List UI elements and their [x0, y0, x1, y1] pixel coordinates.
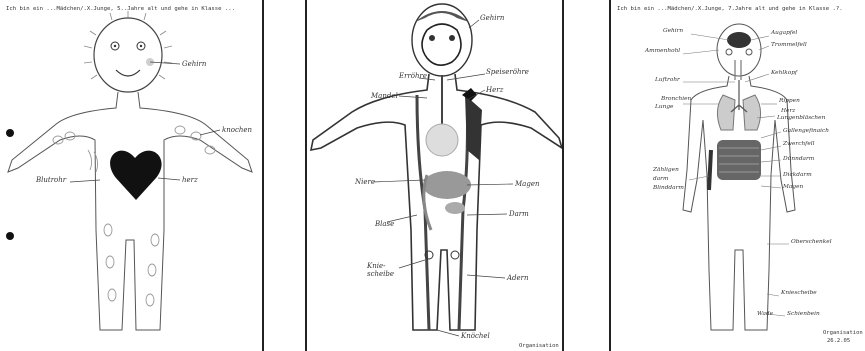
label-darm-2: Darm — [509, 210, 529, 218]
label-dickdarm-3: Dickdarm — [783, 172, 812, 178]
label-gehirn-2: Gehirn — [480, 14, 504, 22]
label-adern-2: Adern — [507, 274, 529, 282]
label-niere-2: Niere — [355, 178, 375, 186]
label-ammenhohl-3: Ammenhohl — [645, 48, 680, 54]
label-speiseroehre-2: Speiseröhre — [486, 68, 529, 76]
label-oberschenkel-3: Oberschenkel — [791, 239, 832, 245]
punch-hole-bottom — [6, 232, 14, 240]
sheet-2-footer: Organisation — [519, 343, 559, 349]
label-erroehre-2: Erröhre — [399, 72, 427, 80]
label-herz-1: herz — [182, 176, 198, 184]
label-zwerchfell-3: Zwerchfell — [783, 141, 814, 147]
label-magen-3: Magen — [783, 184, 803, 190]
label-magen-2: Magen — [515, 180, 539, 188]
label-gallenblase-3: Gallengefinaich — [783, 128, 829, 134]
label-blase-2: Blase — [375, 220, 394, 228]
punch-hole-top — [6, 129, 14, 137]
label-herz-2: Herz — [486, 86, 503, 94]
label-mandel-2: Mandel — [371, 92, 398, 100]
label-luftrohr-3: Luftrohr — [655, 77, 680, 83]
label-wade-3: Wade — [757, 311, 773, 317]
label-augapfel-3: Augapfel — [771, 30, 797, 36]
label-bronchien-3: Bronchien — [661, 96, 691, 102]
label-lunge-3: Lunge — [655, 104, 673, 110]
label-gehirn-3: Gehirn — [663, 28, 683, 34]
label-kniescheibe-3: Kniescheibe — [781, 290, 817, 296]
label-herz-3: Herz — [781, 108, 795, 114]
label-lungenblaeschen-3: Lungenbläschen — [777, 115, 825, 121]
label-knoechel-2: Knöchel — [461, 332, 490, 340]
label-schienbein-3: Schienbein — [787, 311, 820, 317]
label-knochen-1: knochen — [222, 126, 252, 134]
child-body-drawing-2 — [307, 0, 562, 351]
label-kniescheibe-2: Knie- scheibe — [367, 262, 394, 278]
sheet-3-footer-date: 26.2.05 — [827, 338, 850, 344]
label-gehirn-1: Gehirn — [182, 60, 206, 68]
label-zaehligen-3: Zähligen darm Blinddarm — [653, 166, 684, 193]
sheet-3-footer-name: Organisation — [823, 330, 863, 336]
label-trommelfell-3: Trommelfell — [771, 42, 807, 48]
label-blutrohr-1: Blutrohr — [36, 176, 66, 184]
label-duenndarm-3: Dünndarm — [783, 156, 814, 162]
drawing-sheet-3: Ich bin ein ...Mädchen/.X.Junge, 7.Jahre… — [609, 0, 865, 351]
label-rippen-3: Rippen — [779, 98, 800, 104]
drawing-sheet-1: Ich bin ein ...Mädchen/.X.Junge, 5..Jahr… — [0, 0, 264, 351]
label-kehlkopf-3: Kehlkopf — [771, 70, 797, 76]
drawing-sheet-2: Gehirn Erröhre Speiseröhre Mandel Herz N… — [305, 0, 564, 351]
